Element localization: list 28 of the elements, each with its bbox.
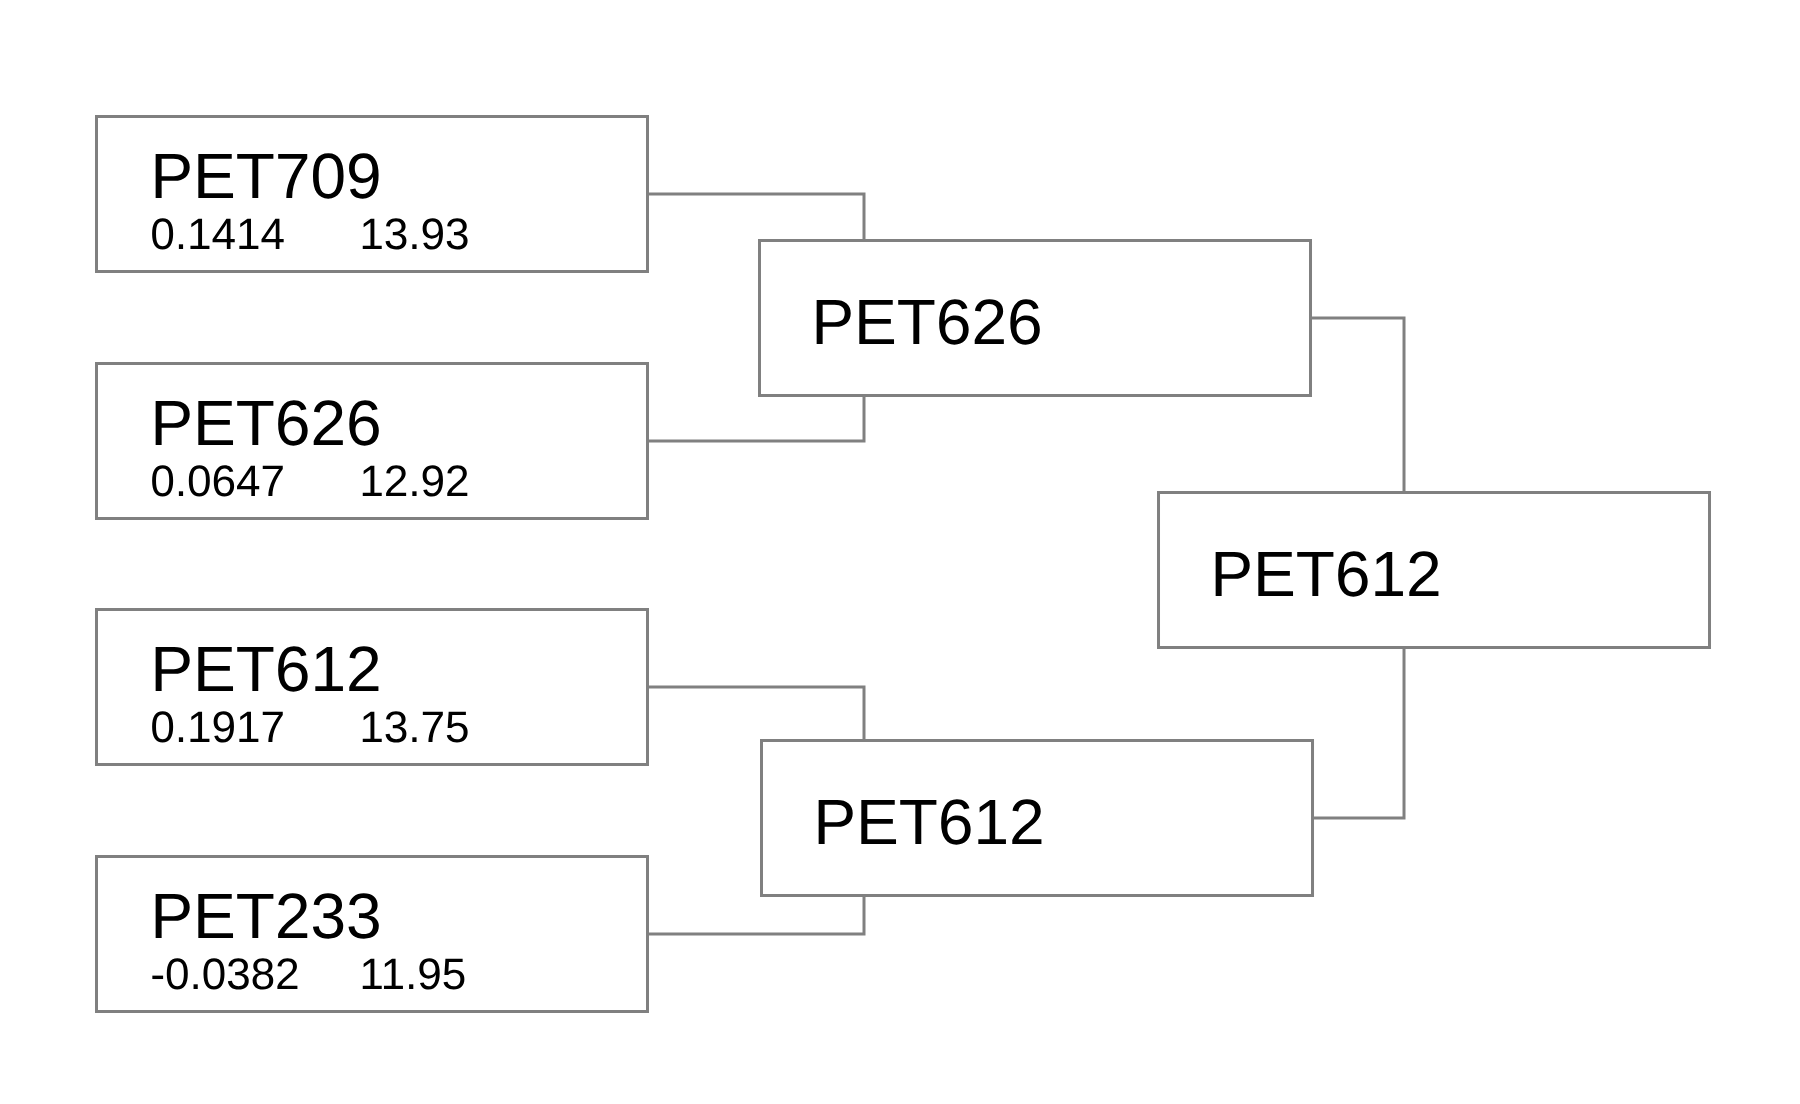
score-value: -0.0382	[152, 958, 298, 990]
score-value: 11.95	[362, 958, 465, 990]
score-value: 12.92	[362, 465, 468, 497]
bracket-box	[758, 239, 1312, 397]
player-name: PET626	[155, 400, 379, 446]
connector-line	[649, 897, 866, 936]
bracket-box	[95, 855, 649, 1013]
connector-line	[649, 397, 866, 443]
player-name: PET233	[155, 893, 379, 939]
bracket-box	[95, 362, 649, 520]
player-name: PET626	[816, 299, 1040, 345]
bracket-box	[95, 115, 649, 273]
bracket-box	[95, 608, 649, 766]
player-name: PET612	[818, 799, 1042, 845]
bracket-box	[1157, 491, 1711, 649]
bracket-box	[760, 739, 1314, 897]
connector-line	[649, 192, 866, 239]
player-name: PET709	[155, 153, 379, 199]
player-name: PET612	[1215, 551, 1439, 597]
score-value: 13.93	[362, 218, 468, 250]
connector-line	[1312, 316, 1406, 491]
connector-line	[1314, 649, 1406, 820]
connector-line	[649, 685, 866, 739]
score-value: 0.0647	[152, 465, 283, 497]
score-value: 13.75	[362, 711, 468, 743]
score-value: 0.1414	[152, 218, 284, 250]
player-name: PET612	[155, 646, 379, 692]
score-value: 0.1917	[152, 711, 283, 743]
